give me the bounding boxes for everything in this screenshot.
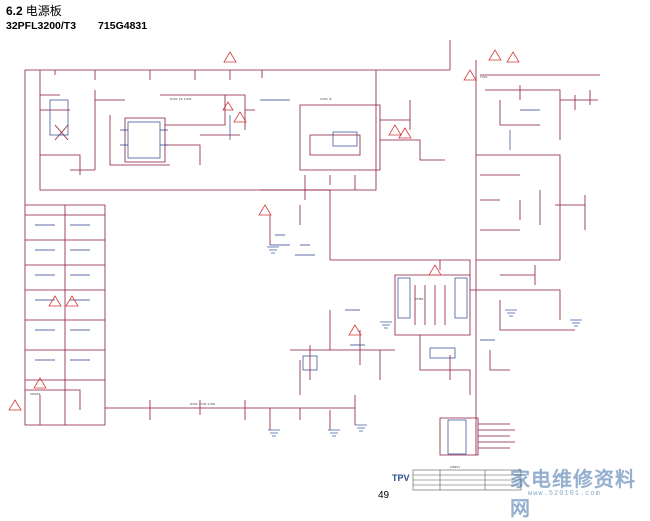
component-labels: R101 1K 1/4W U201 IC T901 XFMR R301 470K… bbox=[30, 75, 488, 469]
section-title-text: 电源板 bbox=[25, 4, 62, 18]
svg-text:R301 470K 1/4W: R301 470K 1/4W bbox=[190, 402, 215, 406]
ground-symbols bbox=[267, 246, 582, 437]
svg-text:T901: T901 bbox=[479, 75, 488, 79]
components bbox=[35, 99, 540, 455]
board-code: 715G4831 bbox=[98, 20, 148, 32]
svg-text:CN901: CN901 bbox=[450, 465, 460, 469]
svg-text:U201 IC: U201 IC bbox=[320, 97, 332, 101]
svg-text:R101 1K 1/4W: R101 1K 1/4W bbox=[170, 97, 191, 101]
warning-triangles bbox=[8, 49, 520, 411]
section-number: 6.2 bbox=[6, 4, 23, 18]
wire-network bbox=[24, 40, 600, 456]
svg-text:SW901: SW901 bbox=[30, 392, 41, 396]
svg-text:XFMR: XFMR bbox=[415, 297, 423, 301]
tpv-logo: TPV bbox=[392, 473, 410, 483]
page-number: 49 bbox=[378, 490, 390, 501]
title-block bbox=[412, 469, 522, 491]
model-number: 32PFL3200/T3 bbox=[6, 20, 77, 32]
model-line: 32PFL3200/T3 715G4831 bbox=[6, 20, 147, 32]
watermark-url: www.520101.com bbox=[528, 490, 601, 498]
schematic-diagram: R101 1K 1/4W U201 IC T901 XFMR R301 470K… bbox=[8, 40, 600, 491]
